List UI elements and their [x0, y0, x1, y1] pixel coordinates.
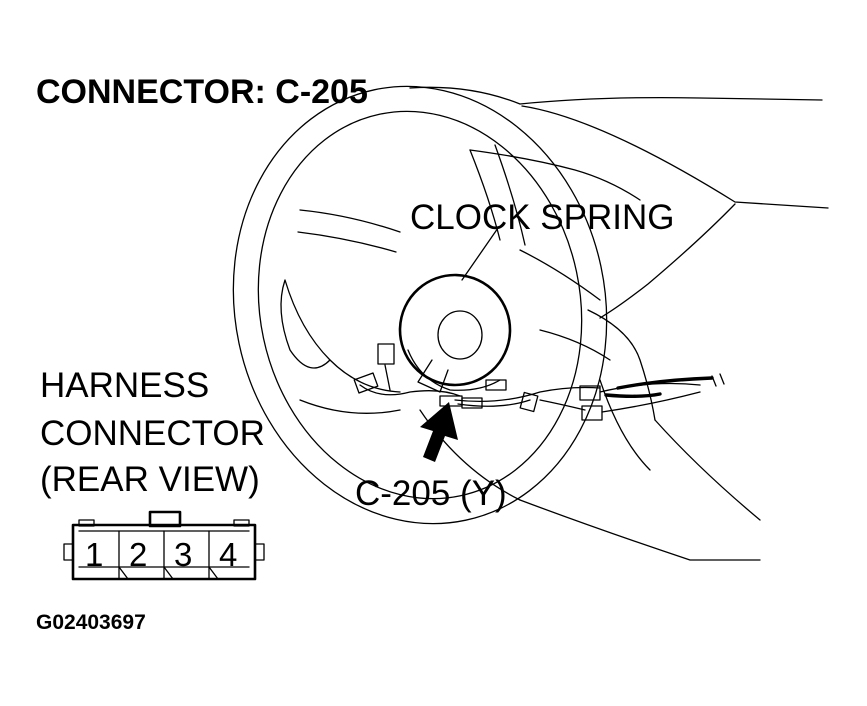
harness-connector-rear-view: 1 2 3 4 [63, 510, 265, 581]
pin-2-label: 2 [129, 536, 147, 573]
figure-id: G02403697 [36, 611, 146, 634]
wiring-harness [353, 343, 725, 421]
pin-4-label: 4 [219, 536, 237, 573]
harness-label-line2: CONNECTOR [40, 414, 265, 453]
diagram-title: CONNECTOR: C-205 [36, 73, 368, 111]
steering-wheel [232, 85, 611, 525]
pin-3-label: 3 [174, 536, 192, 573]
pin-1-label: 1 [85, 536, 103, 573]
clock-spring-label: CLOCK SPRING [410, 198, 675, 237]
clock-spring-leader [461, 227, 499, 281]
c205-arrow [420, 402, 458, 462]
dashboard-outline [409, 86, 829, 561]
harness-label-line3: (REAR VIEW) [40, 460, 260, 499]
c205-label: C-205 (Y) [355, 474, 507, 513]
harness-label-line1: HARNESS [40, 366, 209, 405]
clock-spring [398, 273, 512, 393]
